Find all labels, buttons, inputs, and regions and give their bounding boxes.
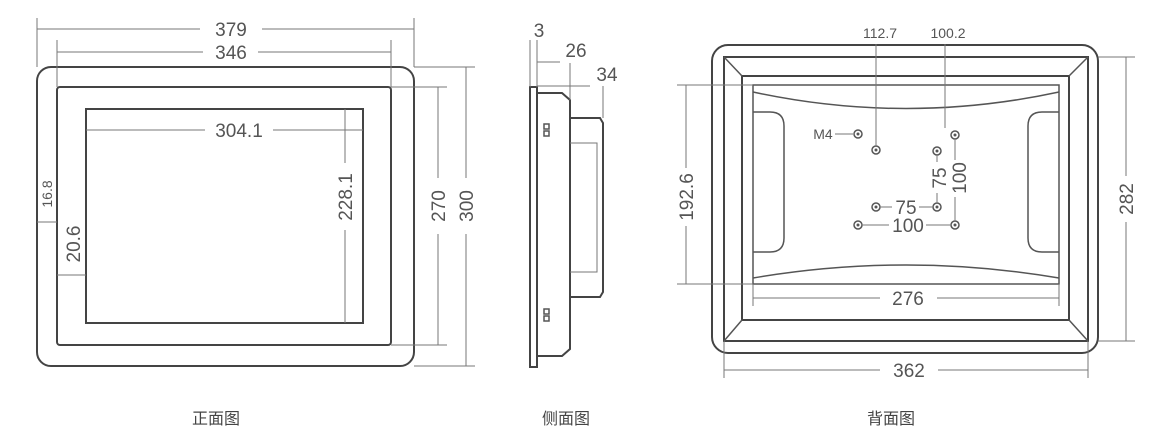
back-outer-frame bbox=[711, 44, 1099, 354]
back-view: M4 112.7 100.2 75 100 75 100 192.6 276 bbox=[677, 25, 1138, 428]
dim-back-vesa-small-h: 75 bbox=[895, 198, 916, 219]
label-screw-size: M4 bbox=[813, 126, 833, 142]
dim-front-screen-width: 304.1 bbox=[215, 121, 263, 142]
hole-right-mid bbox=[932, 146, 942, 156]
side-front-panel bbox=[529, 86, 538, 368]
dim-front-bezel-height: 270 bbox=[429, 190, 450, 222]
front-bezel bbox=[56, 86, 392, 346]
back-top-arc bbox=[752, 91, 1060, 110]
front-view-caption: 正面图 bbox=[192, 409, 240, 428]
back-mid-frame bbox=[723, 56, 1089, 342]
dim-front-screen-offset: 20.6 bbox=[64, 226, 85, 263]
dim-side-depth-total: 34 bbox=[596, 65, 618, 86]
dim-front-screen-height: 228.1 bbox=[336, 173, 357, 221]
side-body bbox=[536, 92, 571, 357]
dim-back-hole-left: 112.7 bbox=[863, 25, 897, 41]
dim-side-depth-body: 26 bbox=[565, 41, 586, 62]
back-right-handle bbox=[1027, 111, 1059, 253]
dim-back-recess-height: 192.6 bbox=[677, 173, 698, 221]
dim-back-vesa-small-v: 75 bbox=[930, 167, 951, 188]
back-left-handle bbox=[753, 111, 785, 253]
dim-back-overall-height: 282 bbox=[1117, 183, 1138, 215]
back-recess bbox=[741, 75, 1070, 321]
side-view: 3 26 34 侧面图 bbox=[529, 21, 618, 428]
side-port-top-2 bbox=[543, 130, 550, 137]
front-view: 379 346 304.1 228.1 270 300 16.8 20.6 bbox=[36, 18, 478, 428]
back-bottom-arc bbox=[752, 264, 1060, 279]
dim-front-overall-width: 379 bbox=[215, 20, 247, 41]
hole-vesa75-right bbox=[932, 202, 942, 212]
dim-back-vesa-large-v: 100 bbox=[950, 162, 971, 194]
hole-m4 bbox=[853, 129, 863, 139]
dim-back-recess-width: 276 bbox=[892, 289, 924, 310]
dim-front-bezel-width: 346 bbox=[215, 43, 247, 64]
hole-vesa100-right bbox=[950, 220, 960, 230]
side-port-bottom-2 bbox=[543, 315, 550, 322]
hole-right-top bbox=[950, 130, 960, 140]
side-port-bottom bbox=[543, 308, 550, 315]
front-outer-frame bbox=[36, 66, 415, 367]
dim-back-vesa-large-h: 100 bbox=[892, 216, 924, 237]
side-port-top bbox=[543, 123, 550, 130]
dim-front-overall-height: 300 bbox=[457, 190, 478, 222]
dim-side-front-thickness: 3 bbox=[534, 21, 545, 42]
dim-front-side-offset: 16.8 bbox=[39, 180, 55, 207]
dim-back-hole-right: 100.2 bbox=[930, 25, 965, 41]
side-boss-inner bbox=[570, 142, 598, 273]
back-view-caption: 背面图 bbox=[867, 409, 915, 428]
side-view-caption: 侧面图 bbox=[542, 409, 590, 428]
hole-left-top bbox=[871, 145, 881, 155]
hole-vesa100-left bbox=[853, 220, 863, 230]
side-boss bbox=[570, 117, 604, 298]
front-screen bbox=[85, 108, 364, 324]
dim-back-overall-width: 362 bbox=[893, 361, 925, 382]
hole-vesa75-left bbox=[871, 202, 881, 212]
back-recess-inner bbox=[752, 84, 1060, 285]
